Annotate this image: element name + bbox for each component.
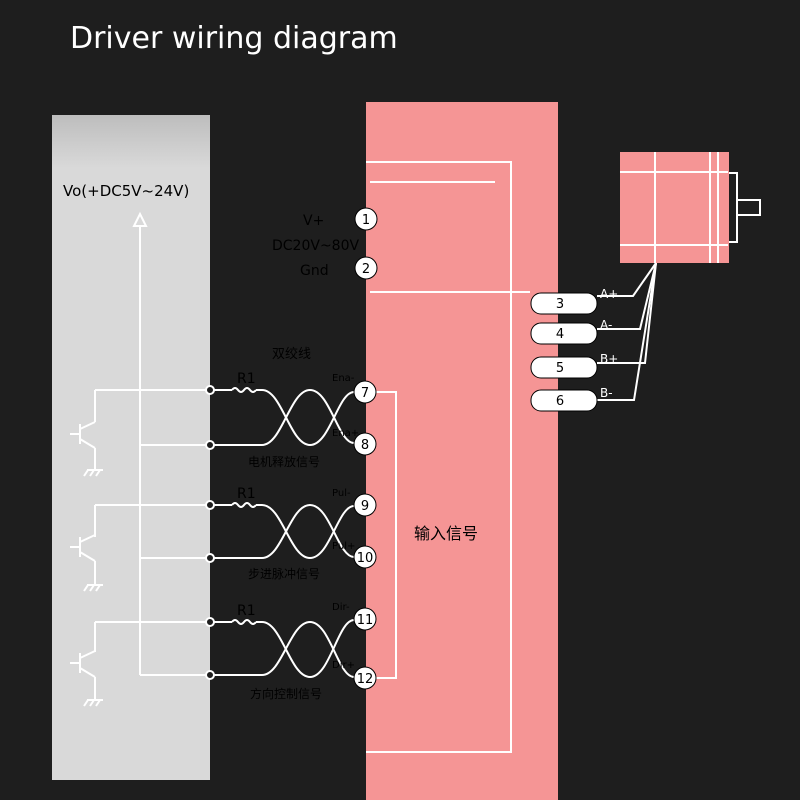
supply-label: Vo(+DC5V~24V) xyxy=(63,182,189,200)
svg-text:2: 2 xyxy=(362,262,370,277)
controller-terminals xyxy=(205,385,215,680)
phase-pin-4: 4 xyxy=(530,322,598,345)
svg-text:6: 6 xyxy=(556,394,564,409)
pin-11: 11 xyxy=(353,607,377,631)
ena-plus-label: Ena+ xyxy=(332,428,359,439)
resistor-icon xyxy=(231,502,257,508)
twisted-pairs xyxy=(214,387,355,679)
phase-pin-6: 6 xyxy=(530,389,598,412)
svg-text:7: 7 xyxy=(361,386,369,401)
svg-text:5: 5 xyxy=(556,361,564,376)
dir-plus-label: Dir+ xyxy=(332,660,355,671)
supply-rail xyxy=(132,211,148,675)
phase-label-a-minus: A- xyxy=(600,318,612,332)
input-signal-label: 输入信号 xyxy=(414,524,478,543)
caption-pulse: 步进脉冲信号 xyxy=(248,566,320,581)
pin-10: 10 xyxy=(353,545,377,569)
up-arrow-icon xyxy=(132,211,148,227)
pul-plus-label: Pul+ xyxy=(332,541,355,552)
motor-shaft-icon xyxy=(736,199,761,216)
motor xyxy=(597,152,761,401)
phase-label-b-minus: B- xyxy=(600,386,613,400)
dir-minus-label: Dir- xyxy=(332,602,350,613)
caption-enable: 电机释放信号 xyxy=(248,454,320,469)
resistor-icon xyxy=(231,387,257,393)
resistor-icon xyxy=(231,619,257,625)
vplus-label: V+ xyxy=(303,213,324,229)
pin-7: 7 xyxy=(353,380,377,404)
svg-text:3: 3 xyxy=(556,297,564,312)
diagram-title: Driver wiring diagram xyxy=(70,21,398,56)
svg-text:10: 10 xyxy=(357,551,374,566)
voltage-label: DC20V~80V xyxy=(272,238,359,254)
phase-pin-5: 5 xyxy=(530,356,598,379)
transistor-circuits xyxy=(70,389,208,707)
driver-internal-wires xyxy=(366,161,530,753)
pin-9: 9 xyxy=(353,493,377,517)
svg-text:11: 11 xyxy=(357,613,374,628)
svg-text:12: 12 xyxy=(357,672,374,687)
controller-panel xyxy=(52,115,210,780)
pin-8: 8 xyxy=(353,432,377,456)
phase-pin-3: 3 xyxy=(530,292,598,315)
caption-direction: 方向控制信号 xyxy=(250,686,322,701)
pin-2: 2 xyxy=(354,256,378,280)
svg-text:4: 4 xyxy=(556,327,564,342)
pul-minus-label: Pul- xyxy=(332,488,351,499)
phase-label-a-plus: A+ xyxy=(600,287,618,301)
gnd-label: Gnd xyxy=(300,263,329,279)
svg-text:9: 9 xyxy=(361,499,369,514)
resistor-label: R1 xyxy=(237,603,256,619)
phase-label-b-plus: B+ xyxy=(600,352,618,366)
pin-1: 1 xyxy=(354,207,378,231)
twisted-pair-label: 双绞线 xyxy=(272,346,311,362)
svg-text:8: 8 xyxy=(361,438,369,453)
svg-text:1: 1 xyxy=(362,213,370,228)
resistor-label: R1 xyxy=(237,371,256,387)
driver-panel xyxy=(366,102,558,800)
resistor-label: R1 xyxy=(237,486,256,502)
ena-minus-label: Ena- xyxy=(332,373,355,384)
pin-12: 12 xyxy=(353,666,377,690)
